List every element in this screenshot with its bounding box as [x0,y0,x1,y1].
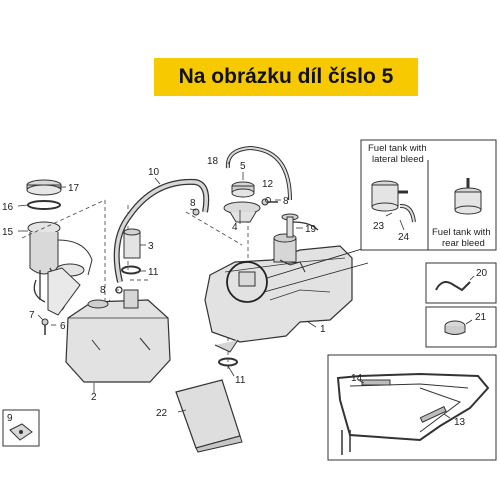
callout-6: 6 [60,321,66,332]
frame-13-14-box [327,354,497,461]
callout-10: 10 [148,167,160,178]
fuel-pump-gasket [27,200,61,210]
fuel-pump-nut [26,179,62,196]
callout-1: 1 [320,324,326,335]
leader-lines [17,160,475,419]
filter-element [47,267,81,316]
callout-4: 4 [232,222,238,233]
callout-5: 5 [240,161,246,172]
bleed-variants-inset [360,139,497,251]
callout-24: 24 [398,232,410,243]
callout-13: 13 [454,417,466,428]
hose-clamp-upper [121,265,141,275]
screw-left [41,318,49,335]
rear-bleed-caption-1: Fuel tank with [432,227,491,238]
splash-guard [175,379,243,453]
callout-22: 22 [156,408,168,419]
callout-19: 19 [305,224,317,235]
callout-21: 21 [475,312,487,323]
callout-12: 12 [262,179,274,190]
left-fuel-tank [65,289,171,383]
callout-17: 17 [68,183,80,194]
rubber-sleeve [123,228,141,259]
filler-cap [231,181,255,198]
hose-clamp-lower [218,357,238,367]
callout-20: 20 [476,268,488,279]
callout-15: 15 [2,227,14,238]
callout-3: 3 [148,241,154,252]
filler-neck-flange [223,201,261,223]
bracket-20-box [425,262,497,304]
callout-9: 9 [7,413,13,424]
callout-18: 18 [207,156,219,167]
title-banner: Na obrázku díl číslo 5 [154,58,418,96]
lateral-bleed-caption-1: Fuel tank with [368,143,427,154]
callout-2: 2 [91,392,97,403]
callout-8-top: 8 [190,198,196,209]
banner-text: Na obrázku díl číslo 5 [178,65,394,88]
callout-23: 23 [373,221,385,232]
rear-bleed-caption-2: rear bleed [442,238,485,249]
detail-magnifier [226,247,369,303]
callout-16: 16 [2,202,14,213]
vent-hose [225,145,292,201]
fitting-8-left [192,208,200,216]
level-sensor [281,213,319,238]
callout-7: 7 [29,310,35,321]
callout-8-left: 8 [100,285,106,296]
callout-11-lower: 11 [235,375,246,386]
lateral-bleed-caption-2: lateral bleed [372,154,424,165]
callout-8-right: 8 [283,196,289,207]
callout-14: 14 [351,373,363,384]
main-fuel-tank [204,233,353,353]
bracket-21-box [425,306,497,348]
callout-11-upper: 11 [148,267,159,278]
breather-hose [113,178,210,283]
fitting-8-centre [265,197,271,203]
bracket-9 [2,409,40,447]
